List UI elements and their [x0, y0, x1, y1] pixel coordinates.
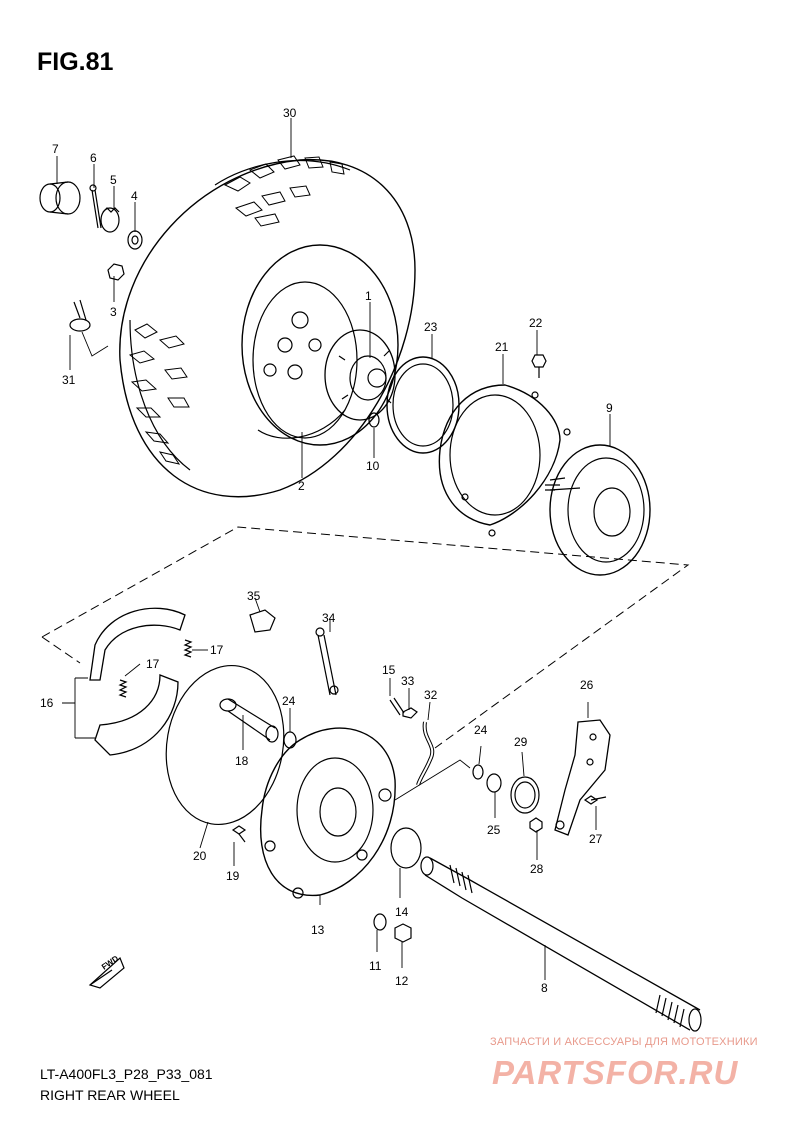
callout-24-right: 24 — [474, 723, 488, 737]
callout-30: 30 — [283, 106, 297, 120]
brake-shoe-lower-part-16[interactable] — [94, 674, 179, 756]
bolt-part-27[interactable] — [583, 795, 607, 805]
callout-12: 12 — [395, 974, 409, 988]
spring-part-29[interactable] — [510, 776, 540, 814]
diagram-caption: RIGHT REAR WHEEL — [40, 1087, 180, 1103]
model-code: LT-A400FL3_P28_P33_081 — [40, 1066, 213, 1082]
callout-21: 21 — [495, 340, 509, 354]
callout-2: 2 — [298, 479, 305, 493]
clip-part-35[interactable] — [249, 609, 276, 633]
rod-part-34[interactable] — [315, 627, 339, 696]
cotter-pin-part-6[interactable] — [89, 184, 102, 229]
callout-11: 11 — [369, 959, 382, 973]
brake-drum-part-9[interactable] — [545, 444, 651, 576]
o-ring-part-10[interactable] — [368, 412, 380, 428]
fwd-arrow-icon: FWD — [88, 954, 125, 989]
callout-14: 14 — [395, 905, 409, 919]
callout-7: 7 — [52, 142, 59, 156]
callout-22: 22 — [529, 316, 543, 330]
axle-shaft-part-8[interactable] — [420, 856, 702, 1032]
bolt-part-22[interactable] — [531, 354, 547, 378]
callout-35: 35 — [247, 589, 261, 603]
washer-part-24-left[interactable] — [283, 731, 297, 749]
large-o-ring-part-20[interactable] — [154, 656, 296, 834]
callout-23: 23 — [424, 320, 438, 334]
callout-4: 4 — [131, 189, 138, 203]
callout-6: 6 — [90, 151, 97, 165]
lever-part-26[interactable] — [554, 719, 611, 836]
callout-26: 26 — [580, 678, 594, 692]
callout-13: 13 — [311, 923, 325, 937]
spring-part-17-lower[interactable] — [118, 679, 128, 698]
leader-lines — [56, 118, 611, 980]
callout-20: 20 — [193, 849, 207, 863]
callout-32: 32 — [424, 688, 438, 702]
callout-18: 18 — [235, 754, 249, 768]
castle-nut-part-5[interactable] — [100, 207, 120, 233]
plug-part-12[interactable] — [394, 923, 412, 943]
callout-31: 31 — [62, 373, 76, 387]
callout-29: 29 — [514, 735, 528, 749]
callout-17-upper: 17 — [210, 643, 224, 657]
bolt-part-19[interactable] — [231, 825, 247, 843]
brake-panel-part-13[interactable] — [260, 727, 396, 899]
nut-part-28[interactable] — [529, 817, 543, 833]
cam-shaft-part-18[interactable] — [219, 698, 279, 743]
spring-part-17-upper[interactable] — [183, 639, 193, 658]
watermark-tagline: ЗАПЧАСТИ И АКСЕССУАРЫ ДЛЯ МОТОТЕХНИКИ — [490, 1036, 758, 1048]
wheel-rim-part-2[interactable] — [241, 244, 399, 446]
callout-8: 8 — [541, 981, 548, 995]
callout-16: 16 — [40, 696, 54, 710]
washer-part-24-right[interactable] — [472, 764, 484, 780]
pin-part-15[interactable] — [389, 697, 405, 716]
callout-17-lower: 17 — [146, 657, 160, 671]
brake-shoe-upper-part-16[interactable] — [89, 607, 186, 681]
callout-10: 10 — [366, 459, 380, 473]
seal-ring-part-23[interactable] — [386, 356, 460, 454]
tire-part-30[interactable] — [119, 155, 416, 498]
nut-part-3[interactable] — [107, 263, 125, 281]
callout-25: 25 — [487, 823, 501, 837]
cap-part-7[interactable] — [39, 181, 81, 215]
callout-24-left: 24 — [282, 694, 296, 708]
hub-part-1[interactable] — [324, 329, 396, 421]
washer-part-25[interactable] — [486, 773, 502, 793]
callout-34: 34 — [322, 611, 336, 625]
valve-part-31[interactable] — [69, 299, 91, 332]
callout-19: 19 — [226, 869, 240, 883]
washer-part-11[interactable] — [373, 913, 387, 931]
brake-cover-part-21[interactable] — [438, 384, 571, 537]
figure-title: FIG.81 — [37, 48, 114, 76]
callout-3: 3 — [110, 305, 117, 319]
assembly-group-outline — [41, 526, 690, 749]
bolt-part-33[interactable] — [402, 707, 418, 719]
watermark-logo: PARTSFOR.RU — [492, 1054, 739, 1091]
o-ring-part-14[interactable] — [390, 827, 422, 869]
callout-5: 5 — [110, 173, 117, 187]
callout-28: 28 — [530, 862, 544, 876]
callout-labels: 30 7 6 5 4 3 31 1 2 10 23 21 22 9 35 34 … — [40, 106, 613, 995]
callout-1: 1 — [365, 289, 372, 303]
hose-part-32[interactable] — [416, 721, 435, 786]
callout-9: 9 — [606, 401, 613, 415]
callout-15: 15 — [382, 663, 396, 677]
callout-27: 27 — [589, 832, 603, 846]
callout-33: 33 — [401, 674, 415, 688]
washer-part-4[interactable] — [127, 230, 143, 250]
